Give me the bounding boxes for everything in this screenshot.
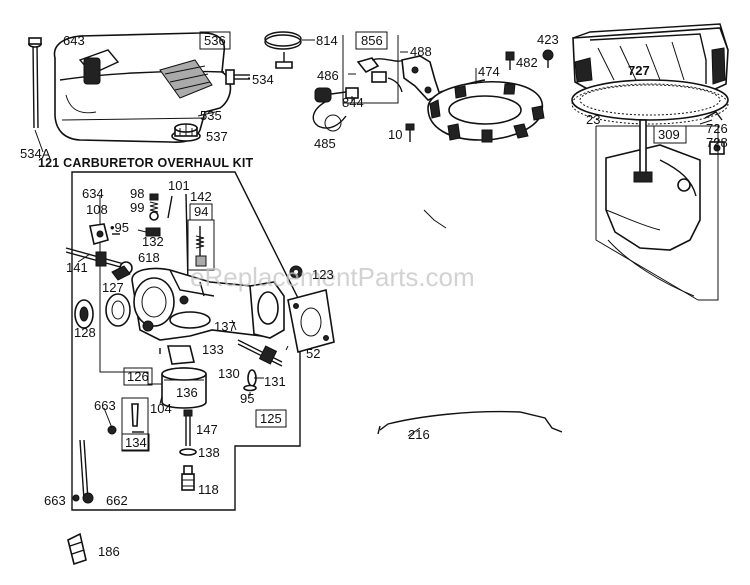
label-482: 482 <box>516 55 538 70</box>
label-101: 101 <box>168 178 190 193</box>
watermark: eReplacementParts.com <box>190 262 475 292</box>
label-726: 726 <box>706 121 728 136</box>
flywheel-ring-gear <box>571 79 729 125</box>
carburetor-kit-outline <box>71 171 301 511</box>
choke-parts <box>107 397 149 451</box>
label-132: 132 <box>142 234 164 249</box>
label-10: 10 <box>388 127 402 142</box>
stator-ring <box>427 80 545 143</box>
label-141: 141 <box>66 260 88 275</box>
blower-housing <box>572 23 729 97</box>
label-136: 136 <box>176 385 198 400</box>
label-844: 844 <box>342 95 364 110</box>
clip-186 <box>67 532 87 566</box>
label-856: 856 <box>361 33 383 48</box>
label-474: 474 <box>478 64 500 79</box>
float-bowl <box>161 367 207 409</box>
clip-814 <box>264 31 302 69</box>
label-216: 216 <box>408 427 430 442</box>
label-125: 125 <box>260 411 282 426</box>
parts-130-95 <box>243 369 257 392</box>
carb-small-parts <box>89 193 173 246</box>
label-52: 52 <box>306 346 320 361</box>
label-130: 130 <box>218 366 240 381</box>
part-618 <box>111 265 131 281</box>
label-423: 423 <box>537 32 559 47</box>
label-23: 23 <box>586 112 600 127</box>
label-186: 186 <box>98 544 120 559</box>
label-126: 126 <box>127 369 149 384</box>
leader-lines <box>34 39 717 437</box>
intake-gasket <box>74 293 131 329</box>
label-534: 534 <box>252 72 274 87</box>
label-127: 127 <box>102 280 124 295</box>
label-486: 486 <box>317 68 339 83</box>
label-662: 662 <box>106 493 128 508</box>
label-309: 309 <box>658 127 680 142</box>
main-jet-assembly <box>179 409 197 491</box>
label-138: 138 <box>198 445 220 460</box>
label-95b: 95 <box>240 391 254 406</box>
label-663b: 663 <box>44 493 66 508</box>
label-663a: 663 <box>94 398 116 413</box>
label-728: 728 <box>706 135 728 150</box>
label-94: 94 <box>194 204 208 219</box>
flange-gasket <box>287 289 335 354</box>
label-727: 727 <box>628 63 650 78</box>
label-118: 118 <box>198 482 219 497</box>
label-147: 147 <box>196 422 218 437</box>
label-488: 488 <box>410 44 432 59</box>
part-labels: 643 536 814 856 488 423 482 534 486 474 … <box>20 31 728 559</box>
tank-mount-screw <box>28 37 42 129</box>
label-537: 537 <box>206 129 228 144</box>
mixture-needle <box>237 339 283 367</box>
label-123: 123 <box>312 267 334 282</box>
governor-rod <box>377 410 563 435</box>
fuel-cap <box>171 123 201 142</box>
label-98: 98 <box>130 186 144 201</box>
label-643: 643 <box>63 33 85 48</box>
fuel-tank <box>53 32 232 143</box>
label-95a: •95 <box>110 220 129 235</box>
label-814: 814 <box>316 33 338 48</box>
label-634: 634 <box>82 186 104 201</box>
label-99: 99 <box>130 200 144 215</box>
label-534a: 534A <box>20 146 51 161</box>
engine-housing <box>595 119 719 301</box>
fasteners-423-482 <box>505 49 554 70</box>
bolt-10 <box>405 123 415 142</box>
float-needle <box>159 345 196 365</box>
label-536: 536 <box>204 33 226 48</box>
screw-534 <box>225 69 250 85</box>
label-137: 137 <box>214 319 236 334</box>
label-134: 134 <box>125 435 147 450</box>
label-485: 485 <box>314 136 336 151</box>
carburetor-body <box>131 267 285 341</box>
carburetor-kit-title: 121 CARBURETOR OVERHAUL KIT <box>38 156 254 170</box>
ignition-bracket <box>342 35 405 104</box>
label-535: 535 <box>200 108 222 123</box>
label-133: 133 <box>202 342 224 357</box>
label-108: 108 <box>86 202 108 217</box>
label-131: 131 <box>264 374 286 389</box>
label-618: 618 <box>138 250 160 265</box>
label-142: 142 <box>190 189 212 204</box>
nut-123 <box>289 265 303 279</box>
governor-link <box>72 439 94 504</box>
label-128: 128 <box>74 325 96 340</box>
label-104: 104 <box>150 401 172 416</box>
